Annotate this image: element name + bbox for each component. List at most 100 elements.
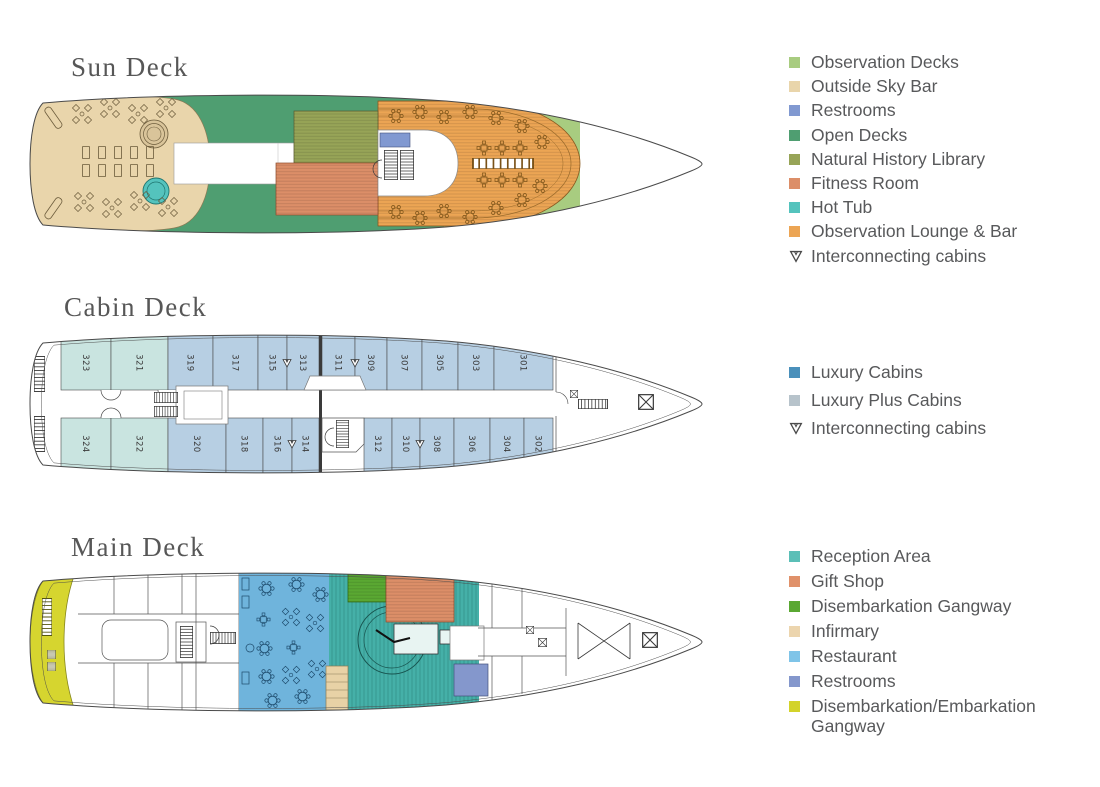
main-deck-plan — [29, 572, 703, 712]
cabin-number-303: 303 — [471, 354, 481, 372]
color-swatch — [789, 177, 800, 189]
fitness-texture — [276, 163, 378, 215]
lounge-inner-wall — [378, 108, 572, 219]
legend-label: Disembarkation/Embarkation Gangway — [811, 696, 1036, 736]
color-swatch — [789, 676, 800, 687]
interconnect-icon — [287, 440, 297, 449]
cabin-number-321: 321 — [135, 354, 145, 372]
cabin-number-302: 302 — [534, 435, 544, 453]
color-swatch — [789, 202, 800, 214]
cabin-number-313: 313 — [298, 354, 308, 372]
color-swatch — [789, 395, 800, 406]
cabin-number-319: 319 — [186, 354, 196, 372]
legend-label: Outside Sky Bar — [811, 76, 938, 97]
legend-label: Fitness Room — [811, 172, 919, 193]
library-texture — [294, 111, 378, 163]
main-deck-room-walls — [78, 573, 240, 711]
legend-item-interconnecting-cabins: Interconnecting cabins — [789, 246, 1083, 270]
legend-item-interconnecting-cabins: Interconnecting cabins — [789, 418, 1083, 446]
cabin-number-317: 317 — [231, 354, 241, 372]
cabin-number-305: 305 — [435, 354, 445, 372]
cabin-deck-features — [34, 348, 654, 458]
legend-label: Luxury Cabins — [811, 362, 923, 382]
cabin-deck-title: Cabin Deck — [64, 292, 208, 322]
color-swatch — [789, 226, 800, 238]
legend-label: Interconnecting cabins — [811, 418, 987, 438]
legend-label: Disembarkation Gangway — [811, 596, 1012, 616]
legend-item-open-decks: Open Decks — [789, 125, 1083, 149]
infirmary-zone — [325, 665, 349, 711]
legend-item-restrooms: Restrooms — [789, 100, 1083, 124]
legend-label: Gift Shop — [811, 571, 884, 591]
cabin-number-312: 312 — [373, 435, 383, 453]
sun-deck-title: Sun Deck — [71, 52, 189, 82]
legend-item-outside-sky-bar: Outside Sky Bar — [789, 76, 1083, 100]
cabin-number-315: 315 — [268, 354, 278, 372]
cabin-317 — [212, 335, 259, 391]
legend-item-disembarkation-gangway: Disembarkation Gangway — [789, 596, 1083, 621]
legend-label: Observation Lounge & Bar — [811, 221, 1018, 242]
legend-label: Interconnecting cabins — [811, 245, 987, 266]
interconnect-icon — [415, 440, 425, 449]
color-swatch — [789, 81, 800, 93]
cabin-number-320: 320 — [192, 435, 202, 453]
cabin-number-316: 316 — [273, 435, 283, 453]
color-swatch — [789, 576, 800, 587]
interconnect-icon — [282, 359, 292, 368]
main-restrooms-zone — [453, 663, 489, 697]
cabin-324 — [60, 417, 112, 473]
main-deck-stairs — [180, 625, 236, 658]
color-swatch — [789, 57, 800, 68]
sun-deck-plan — [29, 94, 703, 234]
funnel-ring-2 — [146, 126, 162, 142]
lounge-inner-wall-2 — [378, 115, 564, 212]
legend-item-restaurant: Restaurant — [789, 646, 1083, 671]
cabin-number-318: 318 — [240, 435, 250, 453]
cabin-number-314: 314 — [301, 435, 311, 453]
infirmary-steps — [326, 673, 348, 699]
bulkhead-wall — [319, 335, 322, 473]
cabin-number-324: 324 — [81, 435, 91, 453]
cabin-number-310: 310 — [401, 435, 411, 453]
legend-label: Restaurant — [811, 646, 897, 666]
gangway-texture — [348, 573, 386, 602]
interconnect-icon — [789, 422, 803, 435]
cabin-number-323: 323 — [81, 354, 91, 372]
cabin-319 — [167, 335, 214, 391]
cabin-deck-plan: 323 321 319 317 315 313 311 309 307 305 303 301 324 3… — [29, 334, 703, 474]
cabin-320 — [167, 417, 227, 473]
legend-label: Reception Area — [811, 546, 931, 566]
legend-label: Restrooms — [811, 100, 896, 121]
color-swatch — [789, 367, 800, 378]
cabin-number-301: 301 — [519, 354, 529, 372]
cabins: 323 321 319 317 315 313 311 309 307 305 303 301 324 3… — [60, 335, 554, 473]
legend-item-reception-area: Reception Area — [789, 546, 1083, 571]
legend-item-gift-shop: Gift Shop — [789, 571, 1083, 596]
interconnect-icon — [350, 359, 360, 368]
cabin-310 — [391, 417, 421, 473]
color-swatch — [789, 105, 800, 117]
legend-item-restrooms: Restrooms — [789, 671, 1083, 696]
cabin-number-309: 309 — [366, 354, 376, 372]
legend-item-disembarkation-embarkation-gangway: Disembarkation/Embarkation Gangway — [789, 696, 1083, 736]
color-swatch — [789, 701, 800, 712]
funnel — [139, 119, 169, 149]
cabin-number-306: 306 — [467, 435, 477, 453]
restaurant-tables — [241, 577, 329, 708]
legend-label: Infirmary — [811, 621, 880, 641]
legend-label: Hot Tub — [811, 197, 873, 218]
corridor — [173, 142, 295, 185]
bow-room-walls — [478, 582, 567, 700]
cabin-number-307: 307 — [400, 354, 410, 372]
cabin-322 — [110, 417, 169, 473]
interconnect-icon — [789, 250, 803, 263]
color-swatch — [789, 551, 800, 562]
color-swatch — [789, 153, 800, 165]
sky-bar-furniture — [44, 98, 178, 220]
cabin-number-311: 311 — [334, 354, 344, 372]
cabin-316 — [262, 417, 293, 473]
